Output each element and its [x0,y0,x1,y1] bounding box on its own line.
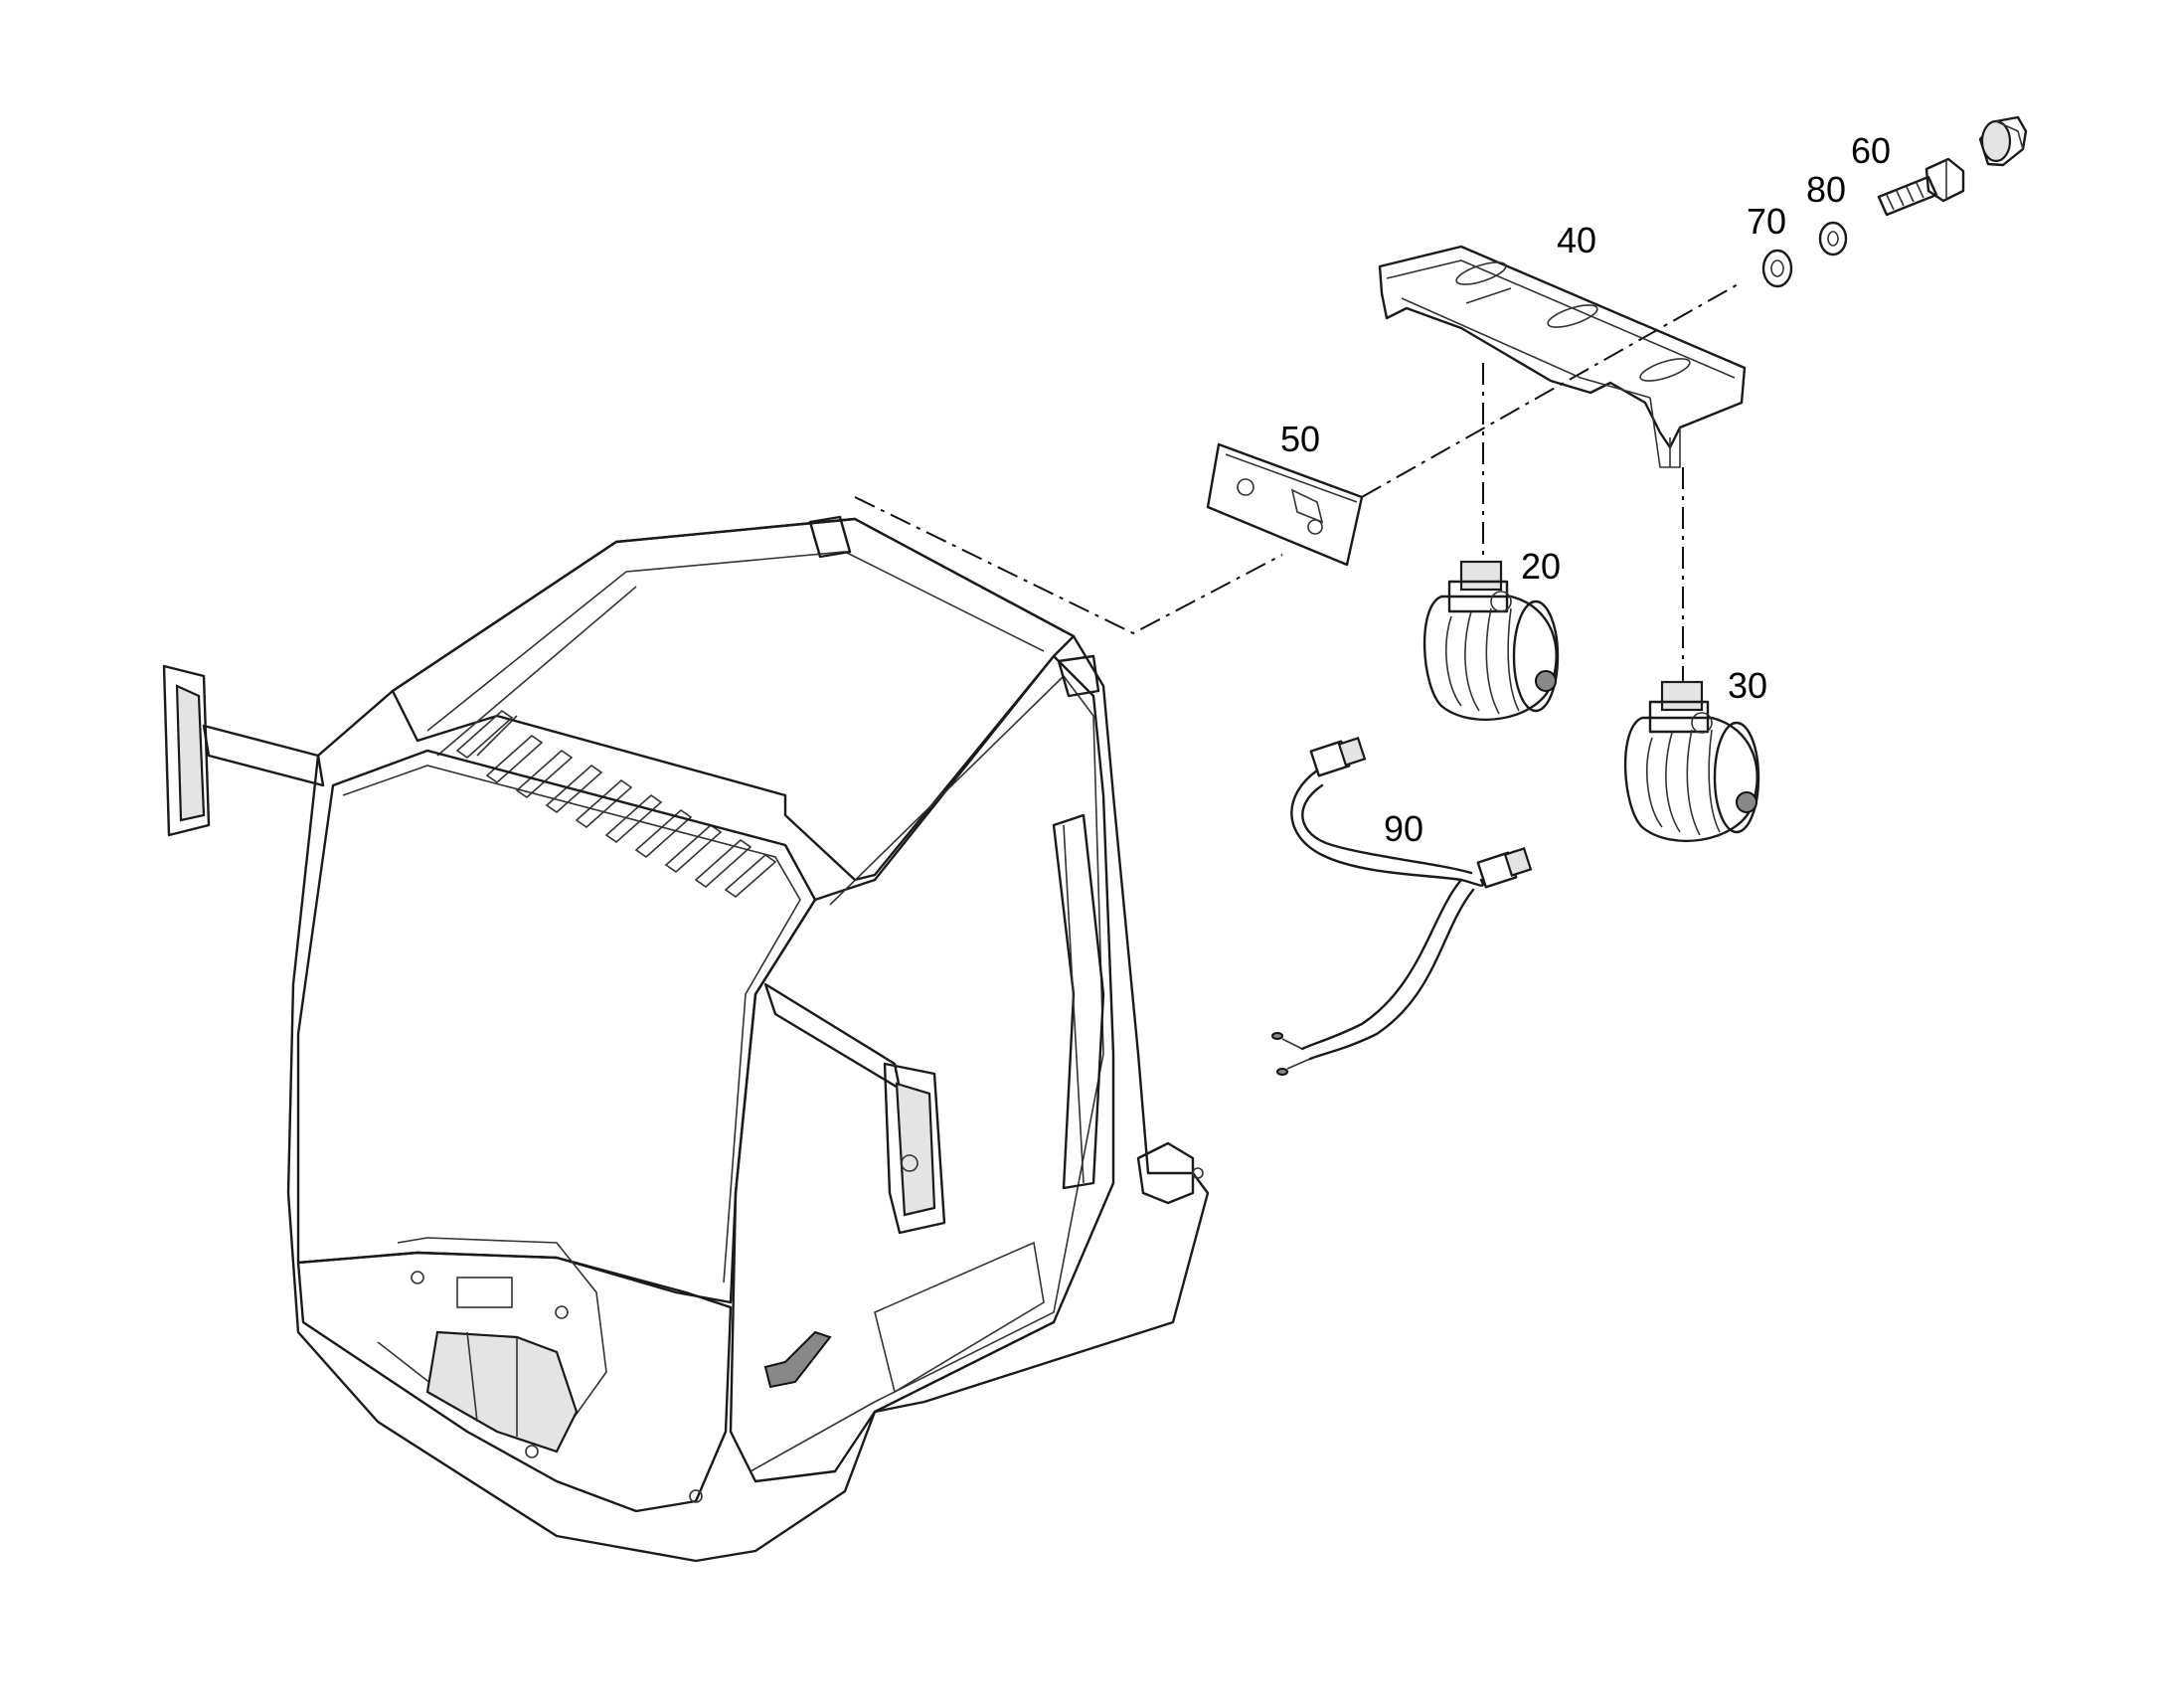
cab-assembly [162,515,1210,1563]
callout-80: 80 [1806,169,1847,210]
roof-vent-slots [455,709,777,899]
part-20-work-lamp [1422,560,1560,721]
part-30-work-lamp [1623,680,1760,842]
callout-70: 70 [1747,201,1787,242]
part-60-bolt [1877,157,1965,217]
assembly-guide-lines [854,282,1741,682]
callout-40: 40 [1557,220,1597,260]
callout-60: 60 [1851,130,1892,171]
part-50-shim-plate [1206,442,1364,567]
callout-20: 20 [1521,546,1562,587]
callout-50: 50 [1280,419,1321,459]
nut-cap [1978,115,2028,167]
left-mirror [162,664,325,837]
part-80-washer [1818,221,1848,256]
part-90-wiring-harness [1271,737,1533,1076]
right-mirror [763,982,946,1235]
callout-30: 30 [1728,665,1768,706]
part-70-washer [1761,249,1793,288]
callout-90: 90 [1384,808,1424,849]
part-40-mounting-bracket [1378,245,1747,468]
